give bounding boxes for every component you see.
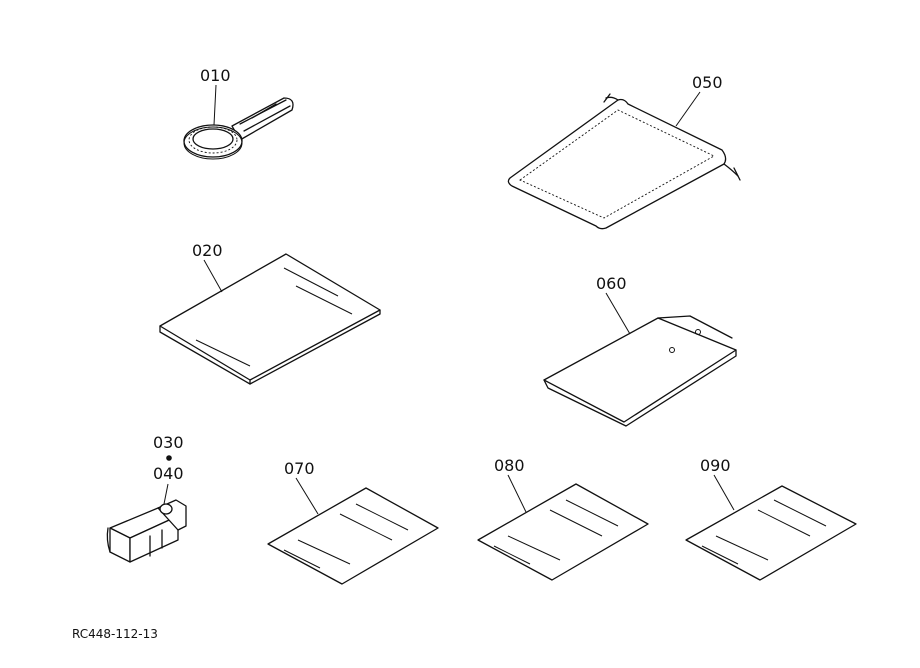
callout-070: 070 [284, 459, 315, 478]
drawing-code: RC448-112-13 [72, 627, 158, 641]
document-sheet-icon [685, 485, 857, 581]
callout-040: 040 [153, 464, 184, 483]
callout-joint-dot [166, 455, 172, 461]
document-sheet-icon [477, 483, 649, 581]
filter-wrench-icon [183, 97, 294, 160]
callout-050: 050 [692, 73, 723, 92]
leader-040 [163, 483, 169, 505]
document-sheet-icon [267, 487, 439, 585]
callout-010: 010 [200, 66, 231, 85]
callout-030: 030 [153, 433, 184, 452]
fuse-connector-icon [106, 499, 187, 563]
leader-090 [713, 474, 735, 511]
leader-010 [213, 84, 217, 126]
leader-070 [295, 477, 319, 515]
callout-060: 060 [596, 274, 627, 293]
callout-080: 080 [494, 456, 525, 475]
manual-booklet-icon [159, 253, 381, 385]
leader-080 [507, 474, 527, 513]
leader-060 [605, 292, 631, 335]
callout-020: 020 [192, 241, 223, 260]
drawstring-bag-icon [507, 93, 741, 230]
leader-020 [203, 259, 223, 293]
callout-090: 090 [700, 456, 731, 475]
leader-050 [675, 91, 701, 127]
envelope-icon [543, 315, 737, 427]
